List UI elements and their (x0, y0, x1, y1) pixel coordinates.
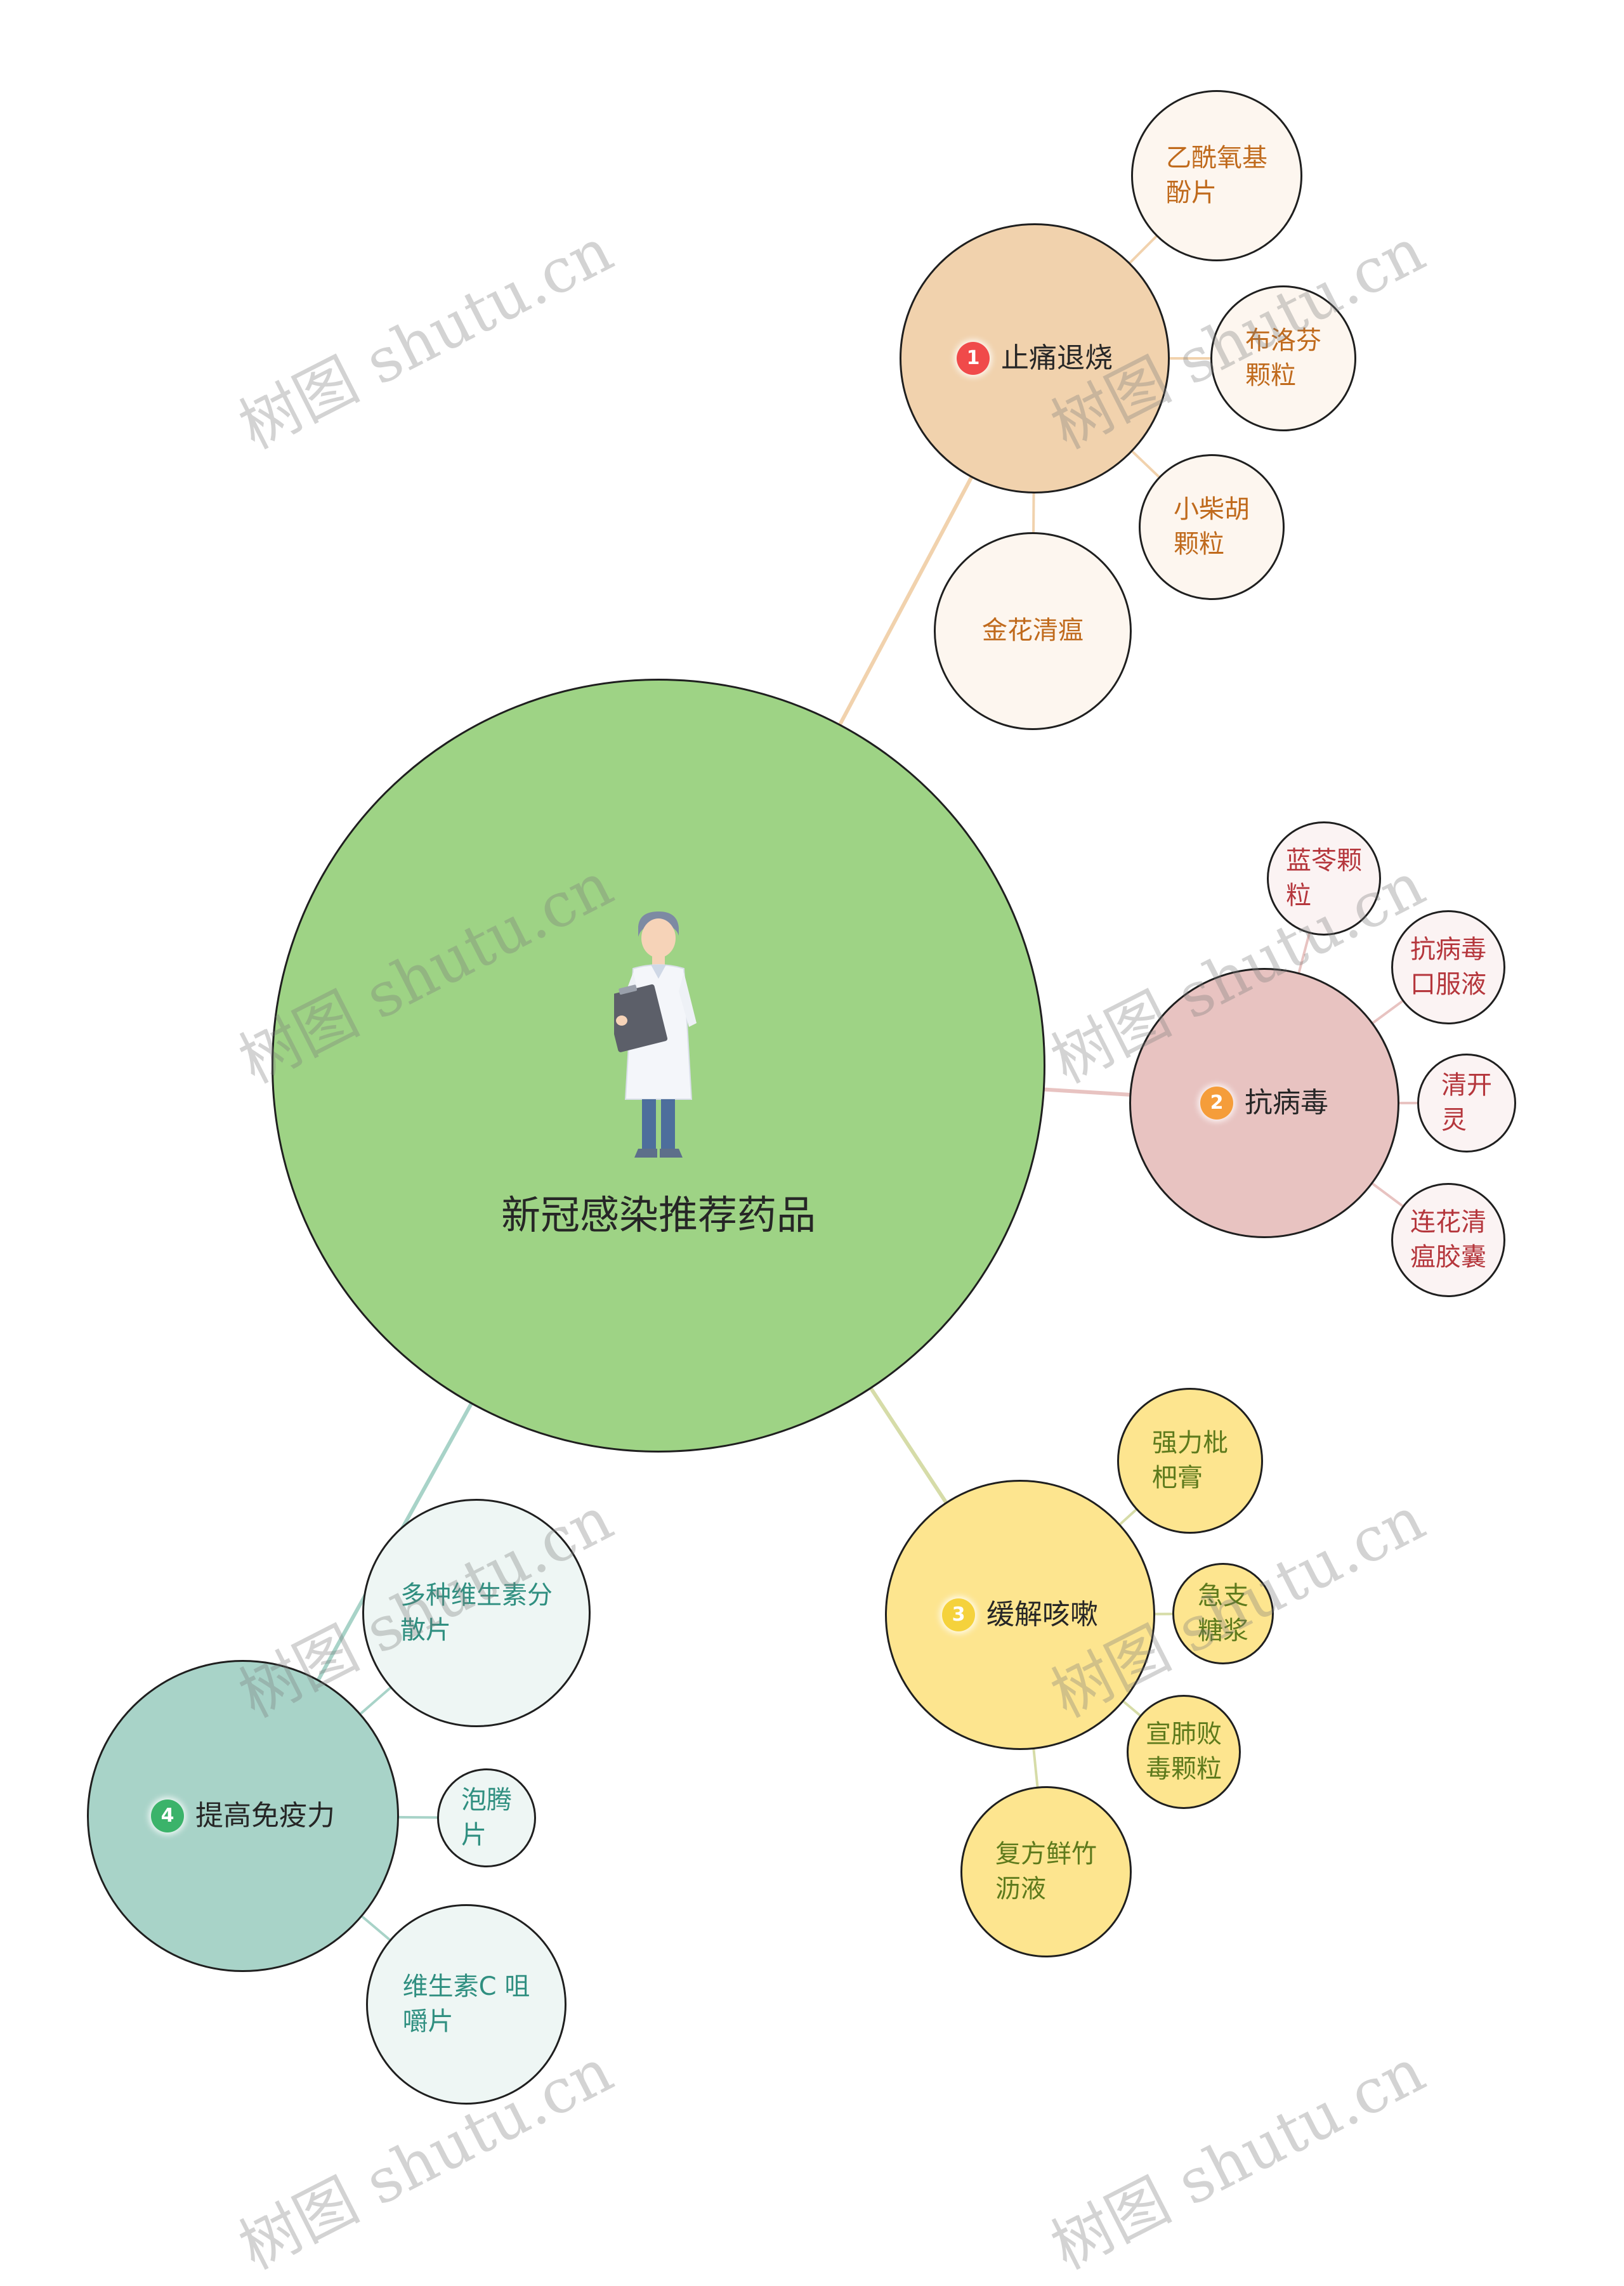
number-badge-3: 3 (942, 1598, 975, 1631)
leaf-label: 宣肺败 毒颗粒 (1146, 1717, 1222, 1787)
number-badge-4: 4 (151, 1799, 184, 1832)
leaf-node[interactable]: 泡腾 片 (437, 1768, 536, 1867)
branch-node-cough-relief[interactable]: 3 缓解咳嗽 (885, 1480, 1155, 1750)
leaf-label: 蓝苓颗 粒 (1286, 844, 1362, 913)
branch-leaf-connector (1299, 934, 1309, 972)
branch-label: 抗病毒 (1245, 1084, 1328, 1123)
branch-leaf-connector (1373, 1001, 1402, 1022)
leaf-label: 布洛芬 颗粒 (1245, 323, 1321, 393)
branch-label: 止痛退烧 (1001, 339, 1113, 378)
leaf-label: 强力枇 杷膏 (1152, 1426, 1228, 1496)
leaf-node[interactable]: 抗病毒 口服液 (1391, 910, 1505, 1024)
branch-leaf-connector (361, 1688, 391, 1713)
branch-label: 缓解咳嗽 (986, 1596, 1098, 1635)
doctor-icon (614, 909, 703, 1163)
leaf-node[interactable]: 金花清瘟 (934, 532, 1132, 730)
branch-leaf-connector (1132, 452, 1159, 477)
root-branch-connector (1045, 1090, 1130, 1095)
leaf-node[interactable]: 蓝苓颗 粒 (1267, 821, 1381, 936)
leaf-node[interactable]: 小柴胡 颗粒 (1139, 454, 1285, 600)
leaf-node[interactable]: 乙酰氧基 酚片 (1131, 90, 1302, 261)
leaf-label: 多种维生素分 散片 (400, 1578, 553, 1648)
leaf-label: 急支 糖浆 (1198, 1579, 1248, 1649)
leaf-node[interactable]: 多种维生素分 散片 (362, 1499, 591, 1727)
leaf-label: 乙酰氧基 酚片 (1166, 141, 1267, 211)
leaf-node[interactable]: 清开 灵 (1417, 1054, 1516, 1153)
mind-map-canvas: 新冠感染推荐药品 1 止痛退烧 乙酰氧基 酚片 布洛芬 颗粒 小柴胡 颗粒 金花… (0, 0, 1624, 2190)
branch-leaf-connector (362, 1917, 390, 1940)
branch-leaf-connector (1373, 1184, 1403, 1206)
leaf-label: 连花清 瘟胶囊 (1410, 1205, 1486, 1275)
branch-label: 提高免疫力 (195, 1797, 335, 1836)
leaf-label: 清开 灵 (1441, 1068, 1492, 1138)
leaf-node[interactable]: 维生素C 咀 嚼片 (366, 1904, 566, 2105)
leaf-node[interactable]: 强力枇 杷膏 (1117, 1388, 1263, 1534)
leaf-label: 小柴胡 颗粒 (1174, 492, 1250, 562)
leaf-node[interactable]: 宣肺败 毒颗粒 (1127, 1695, 1241, 1809)
branch-node-pain-relief[interactable]: 1 止痛退烧 (900, 223, 1170, 493)
branch-leaf-connector (1033, 1749, 1037, 1787)
leaf-node[interactable]: 急支 糖浆 (1172, 1563, 1274, 1664)
number-badge-2: 2 (1200, 1087, 1233, 1120)
branch-node-antiviral[interactable]: 2 抗病毒 (1129, 968, 1399, 1238)
branch-leaf-connector (1130, 237, 1156, 263)
leaf-label: 金花清瘟 (982, 613, 1084, 648)
root-label: 新冠感染推荐药品 (501, 1188, 816, 1243)
number-badge-1: 1 (957, 342, 990, 375)
branch-leaf-connector (1120, 1510, 1136, 1524)
root-node[interactable]: 新冠感染推荐药品 (272, 679, 1045, 1453)
leaf-node[interactable]: 复方鲜竹 沥液 (960, 1786, 1132, 1957)
leaf-label: 维生素C 咀 嚼片 (403, 1969, 530, 2039)
leaf-node[interactable]: 布洛芬 颗粒 (1210, 285, 1356, 431)
leaf-node[interactable]: 连花清 瘟胶囊 (1391, 1183, 1505, 1297)
leaf-label: 泡腾 片 (461, 1783, 512, 1853)
leaf-label: 复方鲜竹 沥液 (995, 1837, 1097, 1907)
branch-leaf-connector (1123, 1702, 1140, 1715)
branch-node-immunity[interactable]: 4 提高免疫力 (87, 1660, 399, 1972)
leaf-label: 抗病毒 口服液 (1410, 932, 1486, 1002)
root-branch-connector (871, 1389, 946, 1503)
